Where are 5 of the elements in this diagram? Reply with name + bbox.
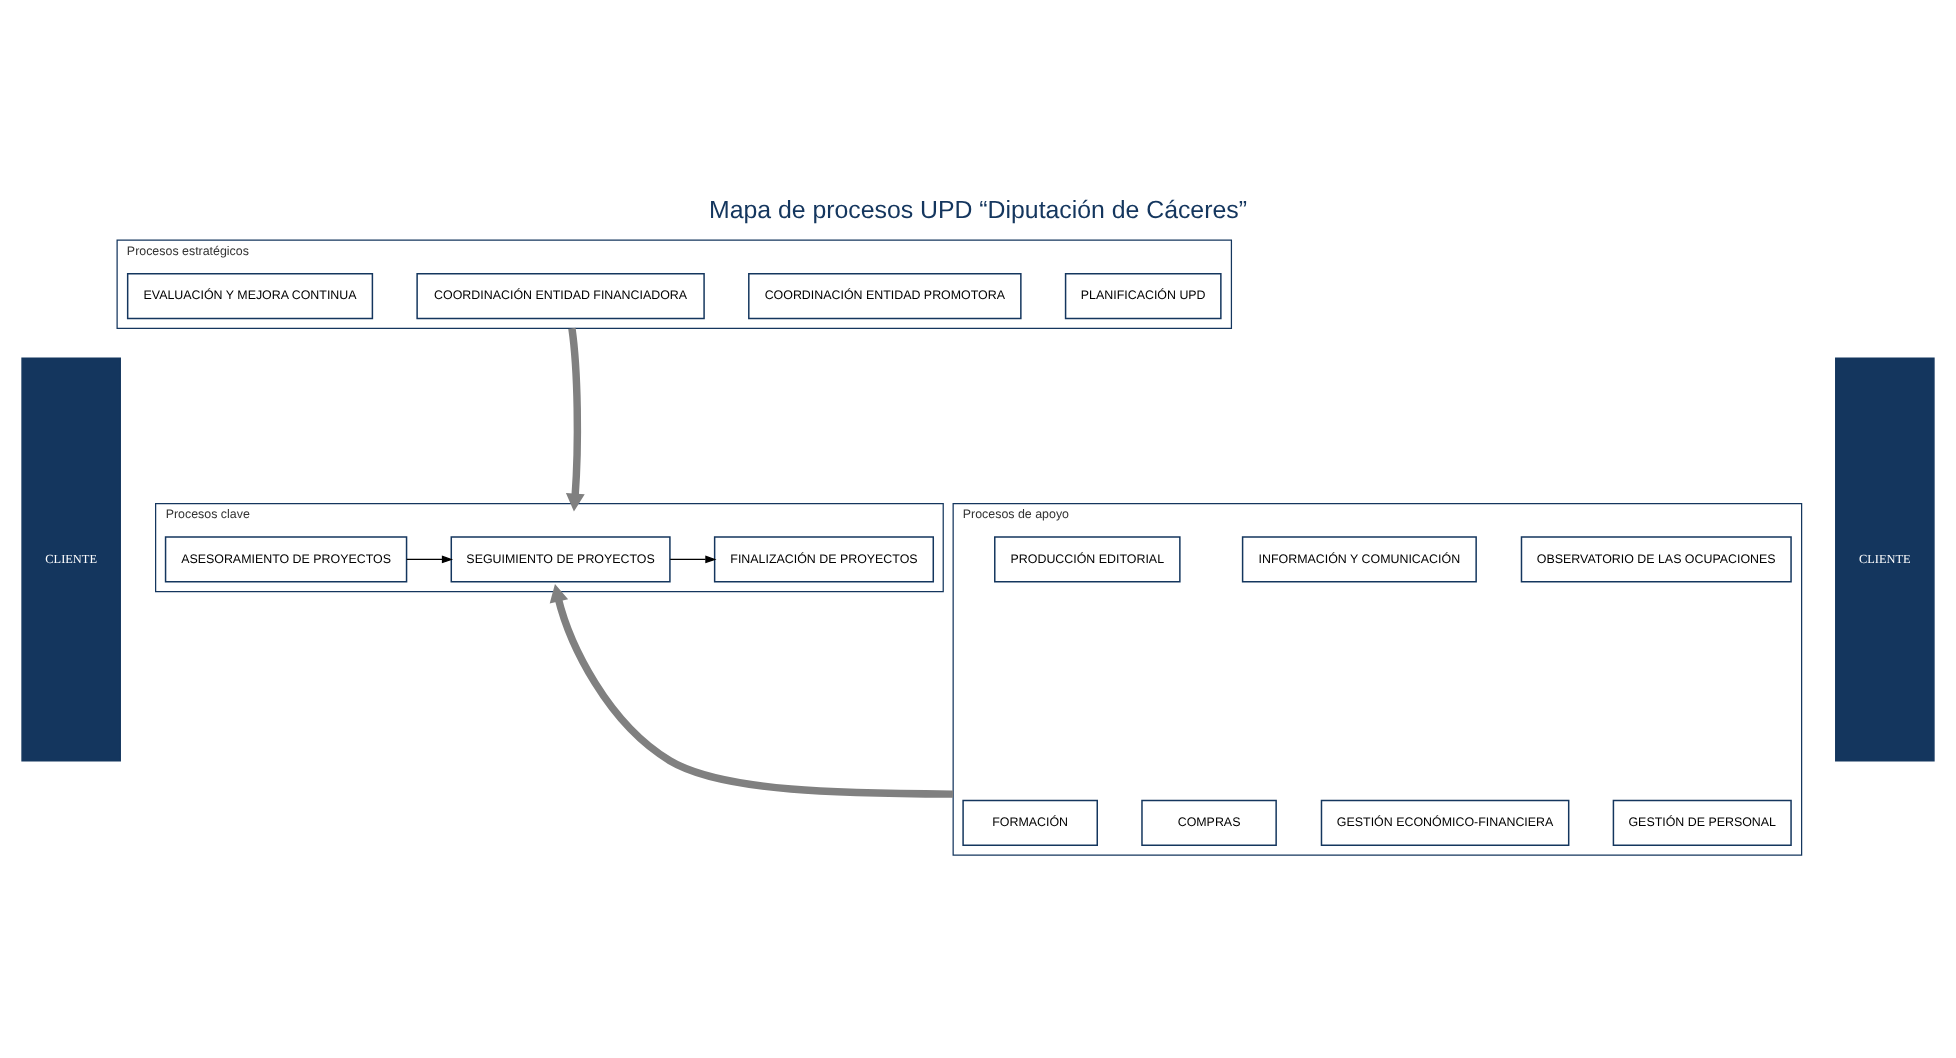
arrow [669,555,717,564]
arrow [406,555,454,564]
diagram-title: Mapa de procesos UPD “Diputación de Cáceres” [709,195,1247,224]
arrow [565,327,585,512]
arrow [549,583,954,798]
